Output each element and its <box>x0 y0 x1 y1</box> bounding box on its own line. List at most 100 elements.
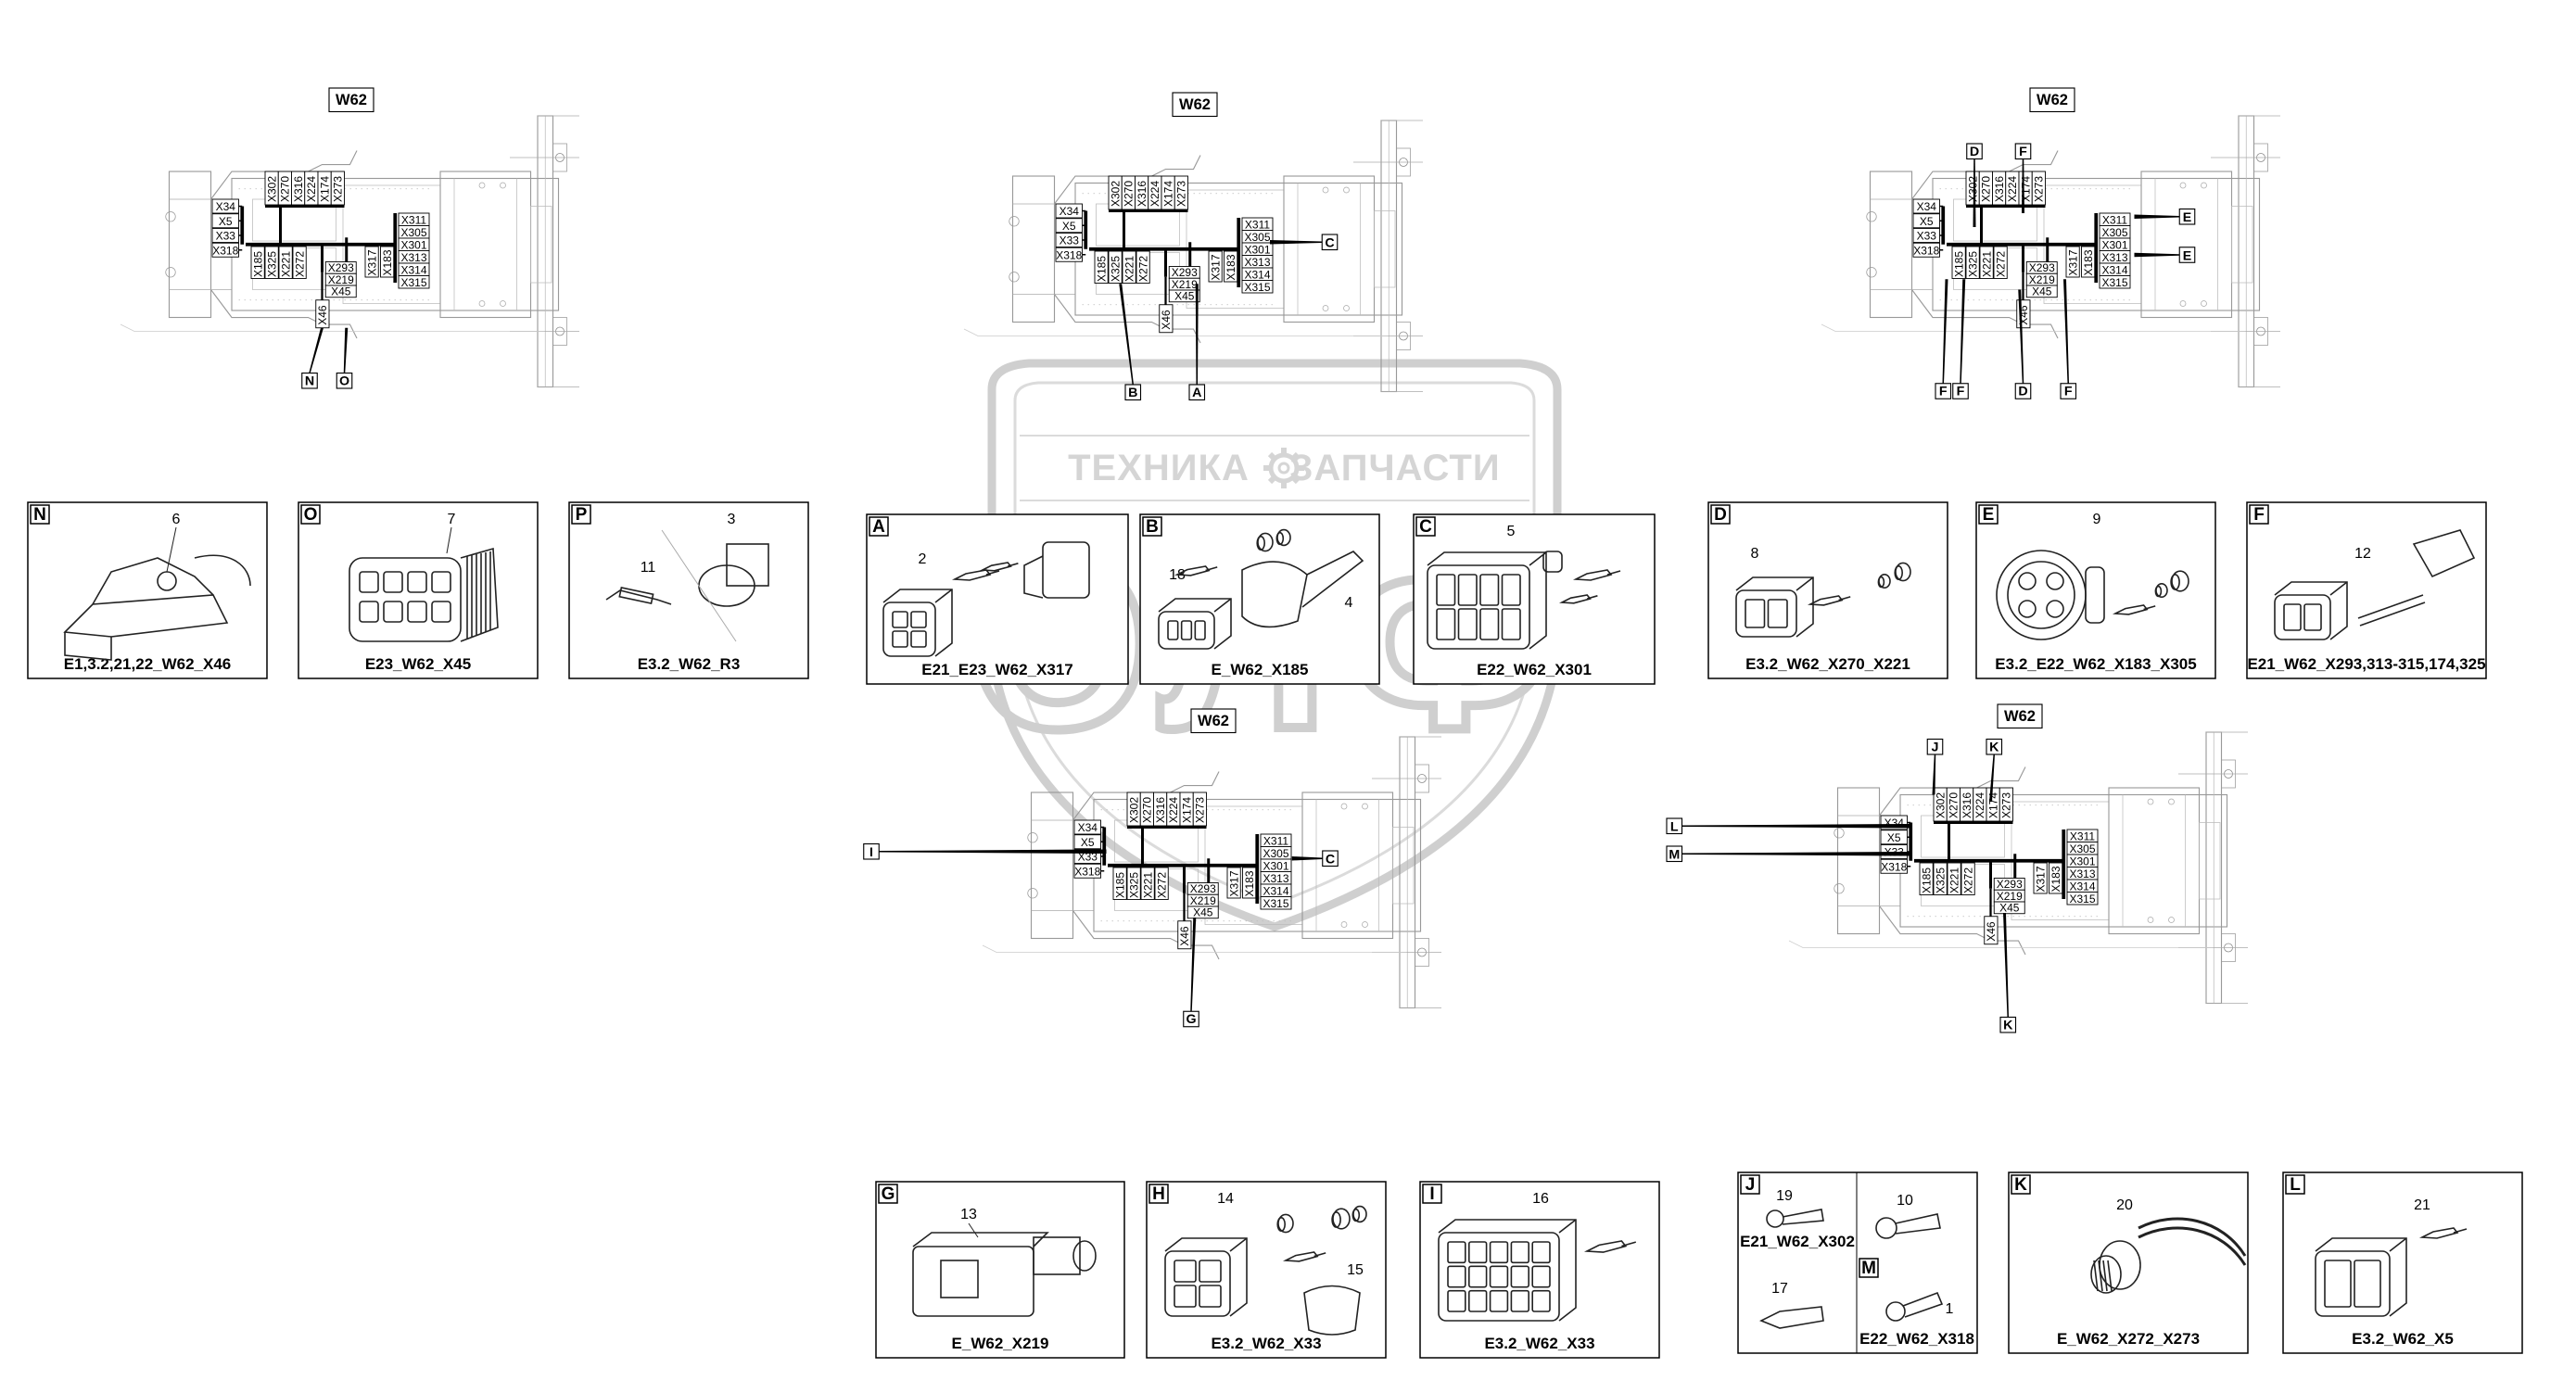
item-number: 1 <box>1946 1301 1954 1317</box>
svg-text:X315: X315 <box>400 276 426 289</box>
callout-d[interactable]: D <box>2014 289 2032 399</box>
connector-label: X273 <box>2031 171 2046 206</box>
svg-text:X302: X302 <box>1934 792 1947 818</box>
callout-e[interactable]: E <box>2134 247 2196 264</box>
callout-k[interactable]: K <box>1986 738 2003 803</box>
item-number: 10 <box>1897 1193 1913 1209</box>
svg-text:X272: X272 <box>1961 867 1974 893</box>
detail-m[interactable]: M <box>1859 1258 1879 1278</box>
callout-i[interactable]: I <box>863 842 1107 861</box>
detail-letter: B <box>1146 517 1159 537</box>
svg-text:X185: X185 <box>251 251 264 277</box>
connector-label: X185 <box>1112 867 1127 900</box>
detail-caption: E22_W62_X301 <box>1477 661 1592 678</box>
callout-c[interactable]: C <box>1270 234 1339 251</box>
connector-label: X45 <box>324 285 357 298</box>
svg-text:X293: X293 <box>1172 266 1198 279</box>
connector-label: X224 <box>2005 171 2020 206</box>
callout-f[interactable]: F <box>1952 279 1969 399</box>
connector-label: X5 <box>211 213 239 229</box>
item-number: 7 <box>448 512 456 527</box>
callout-f[interactable]: F <box>2060 279 2077 399</box>
svg-text:D: D <box>1970 145 1979 159</box>
connector-label: X293 <box>2025 261 2058 274</box>
connector-label: X315 <box>398 275 430 289</box>
callout-o[interactable]: O <box>336 327 353 389</box>
callout-a[interactable]: A <box>1188 284 1206 401</box>
connector-label: X224 <box>1148 175 1162 210</box>
svg-text:X293: X293 <box>1190 882 1216 895</box>
svg-text:X272: X272 <box>1994 251 2007 277</box>
svg-text:X174: X174 <box>1161 181 1174 207</box>
callout-n[interactable]: N <box>301 327 324 389</box>
connector-label: X224 <box>1973 787 1987 822</box>
connector-label: X34 <box>1912 198 1940 214</box>
svg-text:X270: X270 <box>1141 797 1154 823</box>
connector-label: X46 <box>1159 304 1174 334</box>
callout-j[interactable]: J <box>1926 738 1944 795</box>
svg-text:B: B <box>1128 386 1137 400</box>
svg-text:X311: X311 <box>2102 213 2127 226</box>
connector-label: X313 <box>2066 867 2099 880</box>
svg-text:X270: X270 <box>1948 792 1961 818</box>
callout-g[interactable]: G <box>1183 918 1199 1028</box>
svg-text:X325: X325 <box>1966 251 1979 277</box>
connector-drawing: 311 <box>605 512 769 642</box>
connector-label: X272 <box>1961 862 1975 895</box>
connector-label: X316 <box>1153 791 1168 827</box>
svg-text:X325: X325 <box>1934 867 1947 893</box>
connector-label: X314 <box>2099 262 2131 276</box>
connector-label: X314 <box>2066 879 2099 893</box>
connector-label: X325 <box>1108 250 1123 284</box>
svg-text:X301: X301 <box>2101 238 2127 251</box>
callout-k[interactable]: K <box>1999 913 2017 1033</box>
svg-text:X174: X174 <box>2019 176 2032 202</box>
svg-text:I: I <box>869 845 873 860</box>
connector-label: X314 <box>1260 883 1292 897</box>
svg-text:X313: X313 <box>1263 872 1288 885</box>
connector-label: X224 <box>304 171 319 206</box>
callout-f[interactable]: F <box>1935 279 1952 399</box>
connector-label: X311 <box>2066 829 2099 842</box>
svg-text:X311: X311 <box>2070 829 2095 842</box>
callout-e[interactable]: E <box>2134 208 2196 226</box>
connector-label: X221 <box>1947 862 1961 895</box>
item-number: 13 <box>960 1207 977 1222</box>
connector-label: X316 <box>1960 787 1974 822</box>
connector-label: X325 <box>1126 867 1141 900</box>
callout-l[interactable]: L <box>1666 817 1911 835</box>
item-number: 20 <box>2116 1197 2133 1213</box>
connector-label: X183 <box>1242 867 1257 899</box>
svg-text:X46: X46 <box>2017 305 2030 325</box>
callout-b[interactable]: B <box>1119 284 1142 401</box>
connector-drawing: 9 <box>1996 512 2189 640</box>
harness-title-box: W62 <box>1190 708 1237 734</box>
callout-c[interactable]: C <box>1291 850 1339 867</box>
callout-f[interactable]: F <box>2014 143 2032 213</box>
callout-d[interactable]: D <box>1966 143 1983 227</box>
connector-label: X33 <box>211 228 239 243</box>
callout-m[interactable]: M <box>1666 845 1911 863</box>
detail-caption: E3.2_W62_X270_X221 <box>1745 655 1910 673</box>
connector-label: X34 <box>211 198 239 214</box>
detail-letter: D <box>1714 505 1727 525</box>
connector-label: X302 <box>1108 175 1123 210</box>
connector-label: X305 <box>2066 842 2099 855</box>
svg-text:X45: X45 <box>1174 290 1195 303</box>
